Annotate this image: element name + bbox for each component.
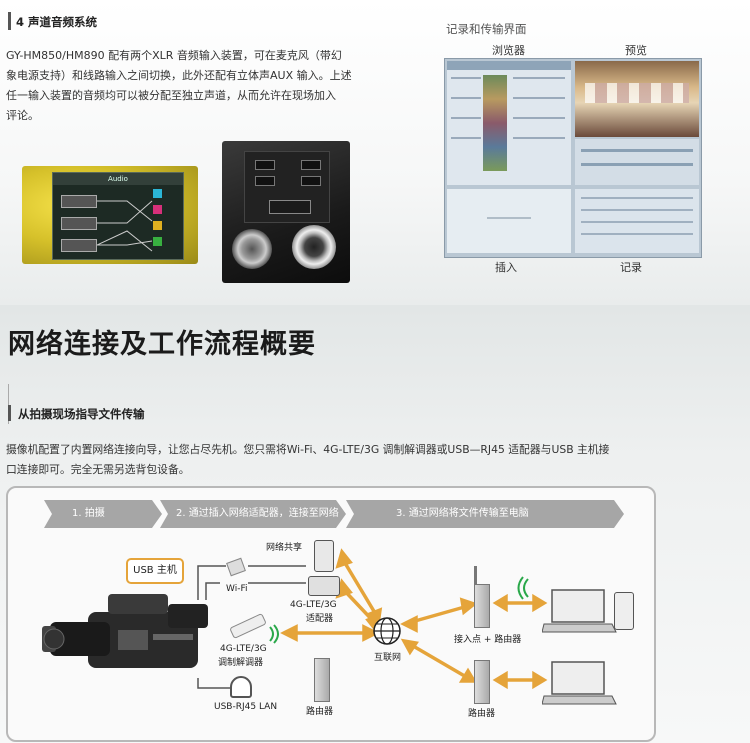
form-line (581, 197, 693, 199)
tablet-icon (614, 592, 634, 630)
form-line (581, 233, 693, 235)
switch (301, 176, 321, 186)
placeholder-line (487, 217, 531, 219)
access-point-icon (474, 584, 490, 628)
list-line (513, 117, 565, 119)
audio-line: 象电源支持）和线路输入之间切换，此外还配有立体声AUX 输入。上述 (6, 69, 352, 82)
input-box (61, 239, 97, 252)
wifi-signal-icon (517, 576, 529, 600)
adapter-icon (308, 576, 340, 596)
router-left-label: 路由器 (306, 707, 334, 717)
audio-screen-title: Audio (53, 173, 183, 185)
step-2-arrow (160, 500, 346, 528)
preview-label: 预览 (625, 44, 647, 57)
camera-panel (244, 151, 330, 223)
camcorder-image (42, 594, 208, 668)
input-box (61, 195, 97, 208)
browser-pane (447, 61, 571, 185)
network-line: 口连接即可。完全无需另选背包设备。 (6, 463, 190, 476)
adapter-label-line2: 适配器 (306, 614, 334, 624)
list-line (513, 137, 565, 139)
preview-scene (585, 83, 689, 103)
audio-line: 评论。 (6, 109, 39, 122)
section-marker (8, 405, 11, 421)
routing-lines (97, 200, 153, 252)
sharing-label: 网络共享 (266, 543, 303, 553)
laptop-icon (542, 589, 617, 633)
audio-routing-screen-photo: Audio (22, 166, 198, 264)
record-label: 记录 (620, 261, 642, 274)
switch (255, 176, 275, 186)
section-rule (8, 384, 9, 424)
antenna (474, 566, 477, 588)
step-1-arrow (44, 500, 162, 528)
xlr-input-1 (232, 229, 272, 269)
xlr-input-2 (292, 225, 336, 269)
router-icon (314, 658, 330, 702)
network-line: 摄像机配置了内置网络连接向导，让您占尽先机。您只需将Wi-Fi、4G-LTE/3… (6, 443, 610, 456)
network-heading: 网络连接及工作流程概要 (8, 329, 316, 360)
list-line (451, 77, 481, 79)
preview-pane (575, 61, 699, 137)
insert-pane (447, 189, 571, 253)
wifi-label: Wi-Fi (226, 584, 248, 594)
recording-interface-screenshot (444, 58, 702, 258)
timeline (581, 149, 693, 152)
adapter-label-line1: 4G-LTE/3G (290, 600, 337, 610)
smartphone-icon (314, 540, 334, 572)
step-3-arrow (346, 500, 624, 528)
form-line (581, 209, 693, 211)
switch (255, 160, 275, 170)
audio-line: 任一输入装置的音频均可以被分配至独立声道，从而允许在现场加入 (6, 89, 336, 102)
usb-lan-label: USB-RJ45 LAN (214, 702, 278, 712)
workflow-diagram: 1. 拍摄 2. 通过插入网络适配器，连接至网络 3. 通过网络将文件传输至电脑… (6, 486, 656, 742)
step-2-label: 2. 通过插入网络适配器，连接至网络 (176, 508, 339, 519)
audio-line: GY-HM850/HM890 配有两个XLR 音频输入装置，可在麦克风（带幻 (6, 49, 342, 62)
channel-4-indicator (153, 237, 162, 246)
wifi-signal-icon (269, 624, 279, 644)
usb-host-label: USB 主机 (126, 558, 184, 584)
router-right-label: 路由器 (468, 709, 496, 719)
audio-paragraph: GY-HM850/HM890 配有两个XLR 音频输入装置，可在麦克风（带幻 象… (6, 46, 366, 126)
router-icon (474, 660, 490, 704)
network-paragraph: 摄像机配置了内置网络连接向导，让您占尽先机。您只需将Wi-Fi、4G-LTE/3… (6, 440, 746, 480)
recording-interface-title: 记录和传输界面 (446, 22, 527, 36)
input-box (61, 217, 97, 230)
modem-label-line1: 4G-LTE/3G (220, 644, 267, 654)
form-line (581, 221, 693, 223)
step-3-label: 3. 通过网络将文件传输至电脑 (396, 508, 529, 519)
browser-label: 浏览器 (492, 44, 525, 57)
insert-label: 插入 (495, 261, 517, 274)
list-line (513, 97, 565, 99)
lan-adapter-icon (230, 676, 252, 698)
channel-1-indicator (153, 189, 162, 198)
list-line (451, 117, 481, 119)
list-line (451, 137, 481, 139)
internet-label: 互联网 (374, 653, 402, 663)
browser-header (447, 61, 571, 70)
step-1-label: 1. 拍摄 (72, 508, 105, 519)
list-line (451, 97, 481, 99)
ap-router-label: 接入点 + 路由器 (454, 635, 522, 645)
step-banners (44, 500, 624, 528)
audio-section-title: 4 声道音频系统 (16, 15, 98, 29)
transfer-section-title: 从拍摄现场指导文件传输 (18, 407, 145, 421)
switch (301, 160, 321, 170)
modem-label-line2: 调制解调器 (218, 658, 264, 668)
switch (269, 200, 311, 214)
xlr-connector-photo (222, 141, 350, 283)
globe-icon (373, 617, 401, 645)
channel-3-indicator (153, 221, 162, 230)
list-line (513, 77, 565, 79)
preview-controls (575, 139, 699, 185)
thumbnail-strip (483, 75, 507, 171)
laptop-icon (542, 661, 617, 705)
record-pane (575, 189, 699, 253)
section-marker (8, 12, 11, 30)
channel-2-indicator (153, 205, 162, 214)
audio-screen: Audio (52, 172, 184, 260)
timeline (581, 163, 693, 166)
